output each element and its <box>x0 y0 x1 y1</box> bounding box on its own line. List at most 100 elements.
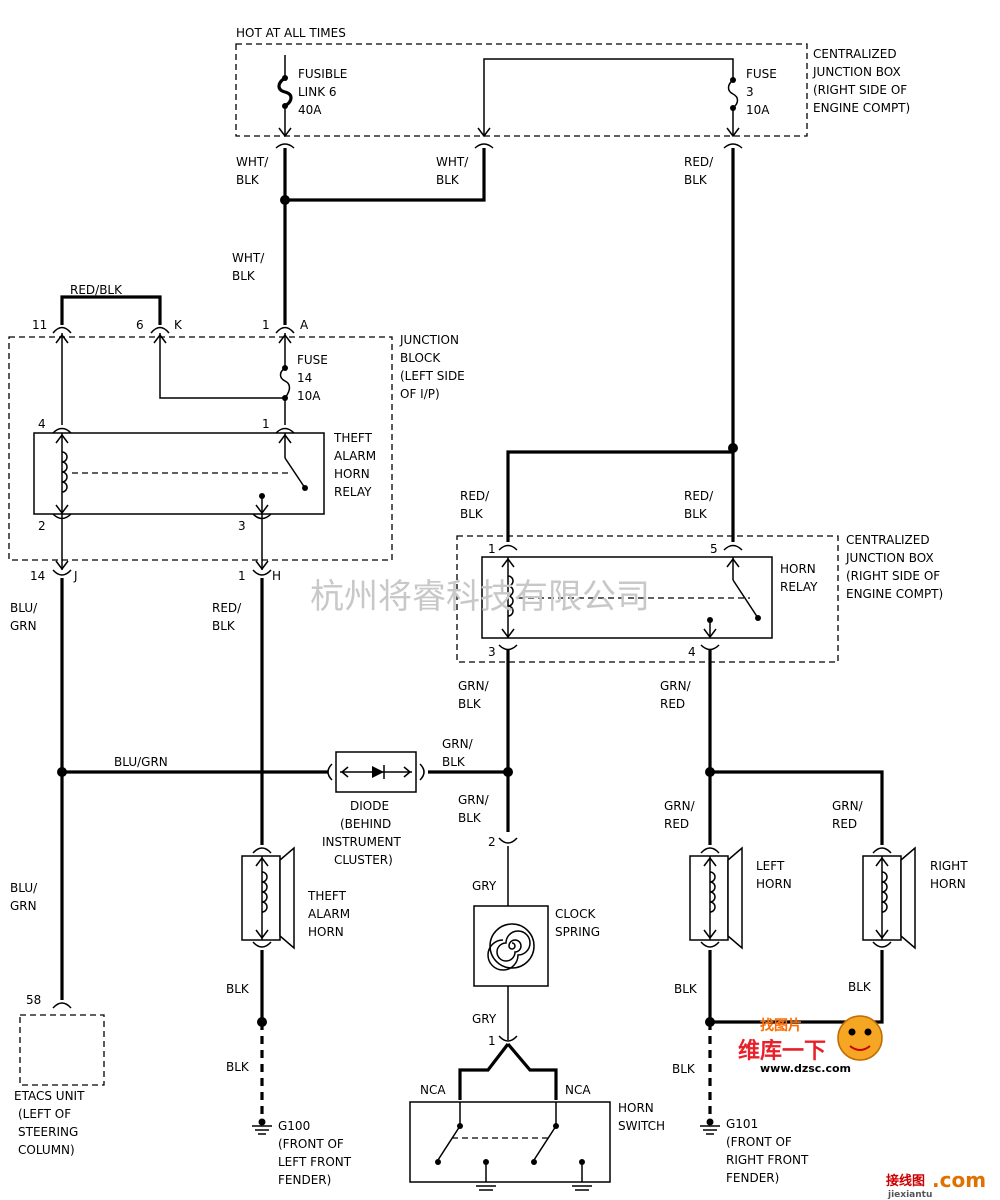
pin-label: 3 <box>238 519 246 533</box>
fusible-link-label-1: FUSIBLE <box>298 67 347 81</box>
cjb-top-boundary <box>235 43 808 137</box>
left-horn-label-1: LEFT <box>756 859 785 873</box>
right-horn-label-1: RIGHT <box>930 859 968 873</box>
horn-switch-nca-label: NCA <box>565 1083 591 1097</box>
pin-label: 1 <box>488 1034 496 1048</box>
g100-label-3: LEFT FRONT <box>278 1155 352 1169</box>
pin-label: 1 <box>238 569 246 583</box>
pin-label: 6 <box>136 318 144 332</box>
wire-label: BLK <box>226 1060 250 1074</box>
wire-label: BLK <box>226 982 250 996</box>
g101-label-1: G101 <box>726 1117 758 1131</box>
diode-label-1: DIODE <box>350 799 389 813</box>
clock-spring-label-1: CLOCK <box>555 907 596 921</box>
wire-label: BLK <box>684 507 708 521</box>
cjb-top-label-4: ENGINE COMPT) <box>813 101 910 115</box>
pin-label: 2 <box>38 519 46 533</box>
wire-label: BLK <box>458 811 482 825</box>
ground-g100-icon <box>252 1118 272 1135</box>
cjb-mid-label-1: CENTRALIZED <box>846 533 930 547</box>
pin-label: 1 <box>488 542 496 556</box>
fuse-3 <box>726 77 740 138</box>
wire-wht-blk-branch <box>285 148 486 202</box>
fuse3-label-1: FUSE <box>746 67 777 81</box>
theft-horn-label-2: ALARM <box>308 907 350 921</box>
junction-block-label-3: (LEFT SIDE <box>400 369 465 383</box>
g100-label-1: G100 <box>278 1119 310 1133</box>
clock-spring-label-2: SPRING <box>555 925 600 939</box>
horn-switch-nca-label: NCA <box>420 1083 446 1097</box>
diode-label-2: (BEHIND <box>340 817 391 831</box>
wire-label: RED <box>664 817 689 831</box>
relay-switch-icon <box>284 457 306 489</box>
cjb-mid-label-2: JUNCTION BOX <box>845 551 934 565</box>
wire-label: BLK <box>436 173 460 187</box>
fuse14-label-3: 10A <box>297 389 321 403</box>
junction-block-label-4: OF I/P) <box>400 387 440 401</box>
wire-label: GRY <box>472 1012 497 1026</box>
cjb-mid-boundary <box>456 535 839 663</box>
wire-label: GRN <box>10 899 37 913</box>
g101-label-2: (FRONT OF <box>726 1135 792 1149</box>
wire-label: BLK <box>684 173 708 187</box>
wire-label: RED/ <box>684 489 714 503</box>
theft-relay-label-1: THEFT <box>333 431 373 445</box>
fusible-link-label-3: 40A <box>298 103 322 117</box>
cjb-internal-bus <box>483 58 734 136</box>
wire-label: RED/ <box>212 601 242 615</box>
cjb-top-label-1: CENTRALIZED <box>813 47 897 61</box>
cjb-mid-label-3: (RIGHT SIDE OF <box>846 569 940 583</box>
etacs-label-1: ETACS UNIT <box>14 1089 85 1103</box>
wire-label: BLU/ <box>10 881 38 895</box>
wire-label: BLK <box>458 697 482 711</box>
horn-switch-label-1: HORN <box>618 1101 654 1115</box>
left-horn-label-2: HORN <box>756 877 792 891</box>
ground-g101-icon <box>700 1118 720 1135</box>
logo-top-text: 找图片 <box>760 1017 802 1034</box>
dzsc-logo: 找图片 维库一下 www.dzsc.com <box>738 1015 883 1075</box>
wire-label: GRY <box>472 879 497 893</box>
theft-horn-label-3: HORN <box>308 925 344 939</box>
pin-label: 2 <box>488 835 496 849</box>
right-horn <box>862 846 916 950</box>
corner-logo-com: .com <box>932 1168 986 1192</box>
clock-spring <box>473 905 549 987</box>
cjb-top-label-3: (RIGHT SIDE OF <box>813 83 907 97</box>
pin-label: 11 <box>32 318 47 332</box>
theft-relay-label-4: RELAY <box>334 485 372 499</box>
cjb-mid-label-4: ENGINE COMPT) <box>846 587 943 601</box>
wire-label: BLK <box>212 619 236 633</box>
wire-label: BLK <box>674 982 698 996</box>
diode-label-3: INSTRUMENT <box>322 835 401 849</box>
wire-label: GRN/ <box>832 799 864 813</box>
wire-red-blk-jumper <box>60 295 162 325</box>
g100-label-2: (FRONT OF <box>278 1137 344 1151</box>
fuse3-label-3: 10A <box>746 103 770 117</box>
fuse14-label-2: 14 <box>297 371 312 385</box>
g101-label-3: RIGHT FRONT <box>726 1153 809 1167</box>
horn-switch-label-2: SWITCH <box>618 1119 665 1133</box>
theft-relay-label-2: ALARM <box>334 449 376 463</box>
wire-label: BLU/ <box>10 601 38 615</box>
corner-logo-url: jiexiantu <box>887 1190 932 1200</box>
theft-alarm-horn <box>241 846 295 950</box>
wire-label: BLK <box>442 755 466 769</box>
watermark-text: 杭州将睿科技有限公司 <box>310 577 650 617</box>
diode-label-4: CLUSTER) <box>334 853 393 867</box>
horn-relay-label-2: RELAY <box>780 580 818 594</box>
wire-label: BLK <box>672 1062 696 1076</box>
fuse-14 <box>278 333 292 425</box>
relay-coil-icon <box>61 451 68 493</box>
wire-label: GRN/ <box>442 737 474 751</box>
logo-url-text: www.dzsc.com <box>760 1062 851 1075</box>
theft-horn-label-1: THEFT <box>307 889 347 903</box>
wire-label: GRN/ <box>458 679 490 693</box>
horn-switch <box>409 1101 611 1191</box>
wire-red-blk-to-pin1 <box>506 450 733 542</box>
wire-label: BLK <box>236 173 260 187</box>
pin-label: 4 <box>688 645 696 659</box>
theft-relay-label-3: HORN <box>334 467 370 481</box>
horn-relay-label-1: HORN <box>780 562 816 576</box>
pin-label: 3 <box>488 645 496 659</box>
